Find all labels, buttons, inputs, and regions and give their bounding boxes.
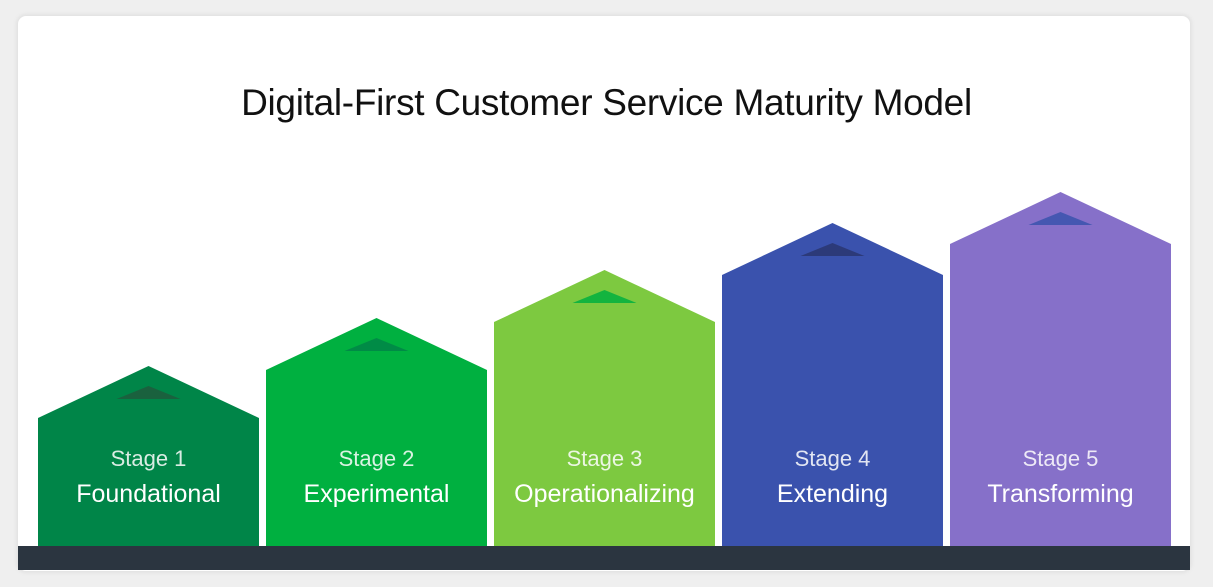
stage-name-label: Transforming	[987, 480, 1134, 508]
stage-number-label: Stage 5	[1022, 446, 1099, 471]
base-bar	[18, 546, 1190, 570]
stage-number-label: Stage 1	[110, 446, 187, 471]
diagram-title: Digital-First Customer Service Maturity …	[241, 82, 972, 123]
stage-marker-triangle-icon	[800, 243, 865, 256]
stage-arrow-2	[266, 318, 487, 546]
stage-arrow-4	[722, 223, 943, 546]
stage-number-label: Stage 3	[566, 446, 643, 471]
stage-marker-triangle-icon	[116, 386, 181, 399]
stage-name-label: Extending	[776, 480, 889, 508]
stage-marker-triangle-icon	[344, 338, 409, 351]
stage-name-label: Operationalizing	[514, 480, 695, 508]
stage-number-label: Stage 2	[338, 446, 415, 471]
stage-number-label: Stage 4	[794, 446, 871, 471]
stage-arrow-1	[38, 366, 259, 546]
stage-arrow-5	[950, 192, 1171, 546]
stage-name-label: Experimental	[303, 480, 450, 508]
stage-marker-triangle-icon	[572, 290, 637, 303]
stage-name-label: Foundational	[76, 480, 221, 508]
stage-arrow-3	[494, 270, 715, 546]
stage-marker-triangle-icon	[1028, 212, 1093, 225]
